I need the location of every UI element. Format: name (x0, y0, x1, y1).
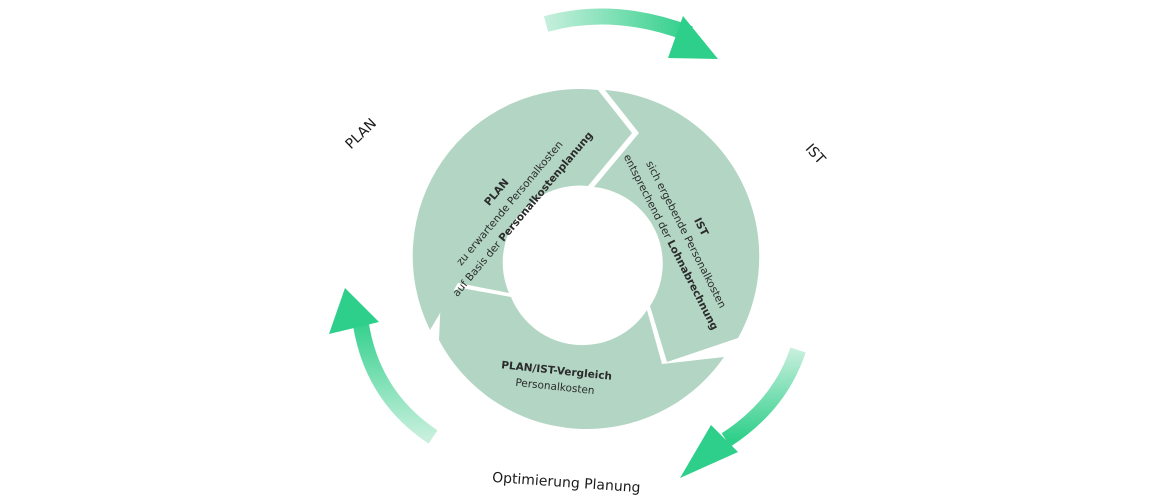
right-arrowhead-icon (680, 425, 738, 478)
segment-plan (412, 88, 632, 330)
top-arrow-shaft (543, 8, 693, 42)
top-arrowhead-icon (668, 16, 718, 59)
label-optimierung-planung: Optimierung Planung (492, 470, 641, 496)
segment-vergleich (439, 288, 724, 429)
right-arrow-shaft (721, 347, 806, 447)
label-ist: IST (802, 141, 829, 168)
left-arrowhead-icon (329, 288, 379, 334)
label-plan: PLAN (342, 116, 379, 153)
left-arrow-shaft (352, 316, 438, 444)
segment-ist (594, 90, 760, 362)
